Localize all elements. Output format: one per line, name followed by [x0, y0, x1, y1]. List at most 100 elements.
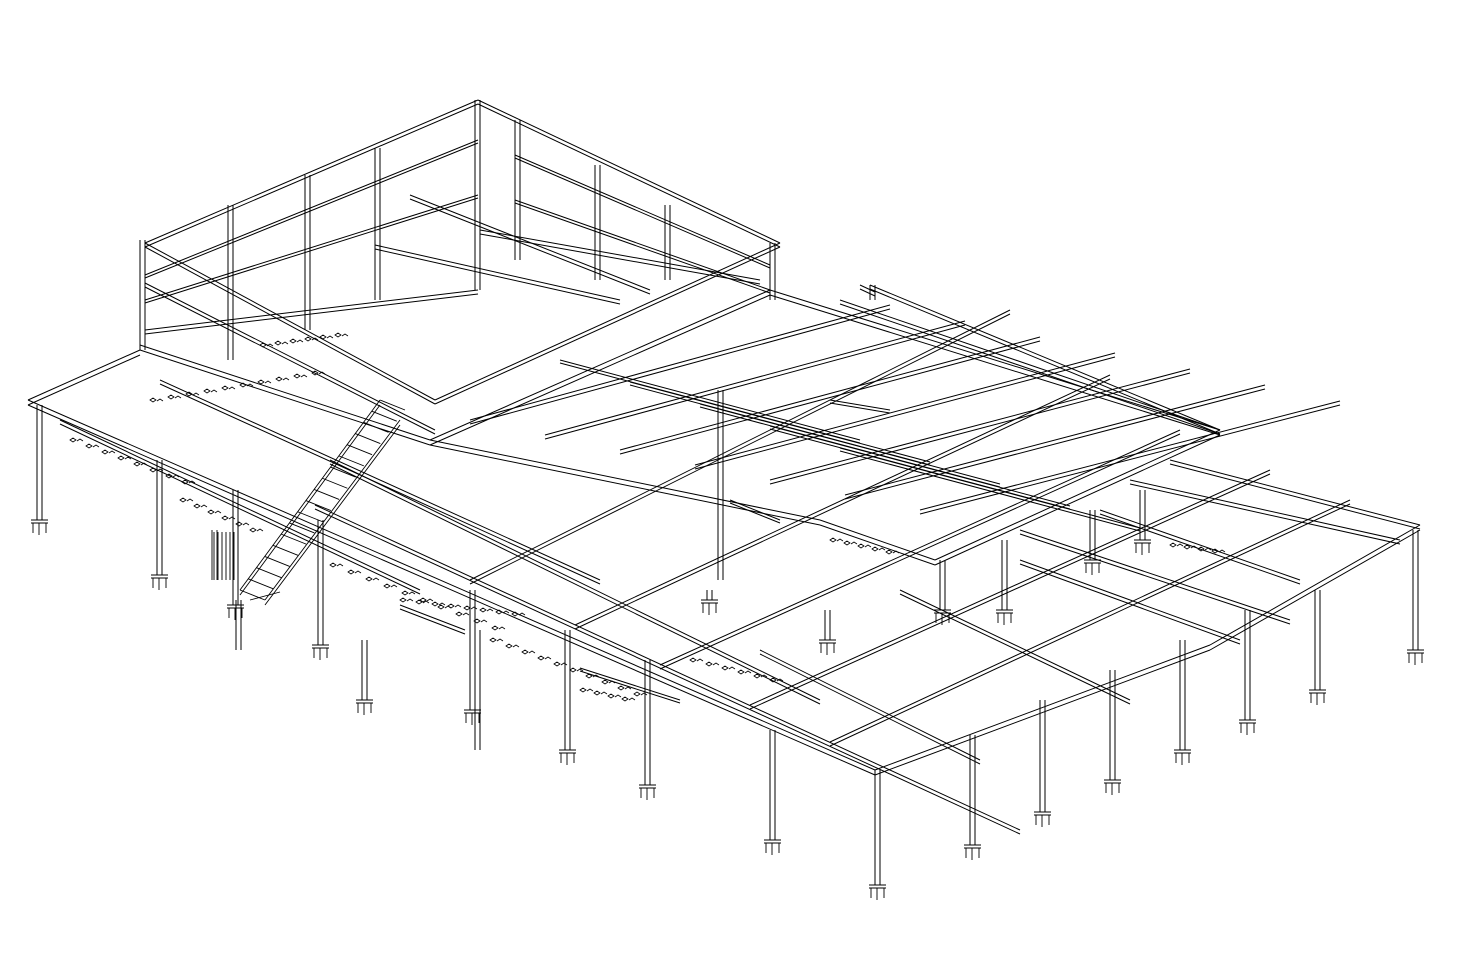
stair-tread: [240, 590, 265, 600]
base-plate: [1104, 780, 1121, 795]
mezz-joist-2: [620, 337, 1040, 450]
bolt-mark: [102, 450, 115, 454]
mezz-back-rail: [840, 304, 1220, 434]
stair-tread: [248, 579, 273, 589]
mezz-joist-3: [695, 353, 1115, 465]
deck-crossbeam-2: [330, 464, 820, 704]
accessory-rail-4: [730, 500, 780, 520]
mezz-front-right: [935, 435, 1220, 565]
base-plate: [701, 600, 718, 615]
stair-tread: [322, 478, 347, 488]
bolt-mark: [496, 610, 509, 614]
bolt-mark: [432, 602, 445, 606]
bolt-mark: [1212, 549, 1225, 553]
bolt-mark: [208, 510, 221, 514]
bolt-mark: [754, 674, 767, 678]
roof-inner-beam-2: [375, 245, 620, 300]
bolt-mark: [1198, 547, 1211, 551]
mezz-back-rail: [840, 300, 1220, 430]
accessory-rail-3: [830, 403, 890, 413]
roof-tie: [145, 294, 478, 334]
roof-girt-2: [515, 158, 770, 268]
bolt-mark: [420, 598, 433, 602]
mezz-joist-0: [470, 309, 890, 424]
stair-tread: [306, 501, 331, 511]
base-plate: [1174, 750, 1191, 765]
deck-joist-1: [575, 379, 1110, 629]
deck-crossbeam-2: [330, 460, 820, 700]
base-plate: [1034, 812, 1051, 827]
mezz-back-edge: [770, 290, 1220, 430]
bolt-mark: [602, 680, 615, 684]
deck-joist-4: [830, 504, 1350, 746]
bolt-mark: [182, 480, 195, 484]
bolt-mark: [512, 612, 525, 616]
mezz-joist-5: [845, 389, 1265, 499]
bolt-mark: [166, 474, 179, 478]
roof-girt-3: [515, 203, 770, 293]
base-plate: [934, 610, 951, 625]
bolt-mark: [538, 656, 551, 660]
base-plate: [639, 785, 656, 800]
mezz-front-2: [820, 525, 935, 565]
deck-joist-0: [470, 310, 1010, 580]
bolt-mark: [416, 600, 429, 604]
deck-crossbeam-5: [1020, 534, 1290, 624]
bolt-mark: [260, 343, 273, 347]
mezz-front-left: [140, 350, 430, 445]
bolt-mark: [150, 468, 163, 472]
deck-inner-rail: [315, 509, 1020, 834]
bolt-mark: [70, 438, 83, 442]
deck-inner-rail: [315, 505, 1020, 830]
deck-crossbeam-4: [900, 594, 1130, 704]
stair-tread: [355, 434, 380, 444]
stair-tread: [314, 489, 339, 499]
bolt-mark: [330, 563, 343, 567]
deck-right-beam-0: [1170, 460, 1420, 525]
accessory-rail-2: [580, 668, 680, 700]
roof-ext-edge: [870, 285, 1220, 430]
roof-ridge-right: [478, 100, 780, 243]
bolt-mark: [118, 456, 131, 460]
bolt-mark: [886, 550, 899, 554]
bolt-mark: [1170, 543, 1183, 547]
bolt-mark: [490, 638, 503, 642]
bolt-mark: [384, 584, 397, 588]
deck-right-beam-2: [1020, 564, 1240, 644]
mezz-corner: [860, 285, 875, 292]
base-plate: [869, 885, 886, 900]
bolt-mark: [456, 612, 469, 616]
support-columns: [37, 390, 1418, 885]
mezz-joist-6: [920, 405, 1340, 514]
deck-crossbeam-0: [60, 424, 420, 594]
main-deck-frame: [28, 310, 1420, 834]
bolt-mark: [290, 339, 303, 343]
base-plate: [964, 845, 981, 860]
deck-right-beam-1: [1100, 514, 1300, 584]
mezz-joist-2: [620, 341, 1040, 454]
base-plate: [1134, 540, 1151, 555]
bolt-mark: [400, 598, 413, 602]
bolt-mark: [872, 547, 885, 551]
deck-edge-back-left: [28, 350, 140, 400]
bolt-mark: [634, 692, 647, 696]
bolt-mark: [522, 650, 535, 654]
roof-rafter-front: [145, 247, 435, 404]
mezz-front: [430, 445, 820, 525]
mezz-joist-1: [545, 321, 965, 435]
bolt-mark: [204, 389, 217, 393]
bolt-mark: [335, 333, 348, 337]
bolt-mark: [580, 688, 593, 692]
stair-tread: [339, 456, 364, 466]
bolt-mark: [250, 528, 263, 532]
bolt-mark: [480, 608, 493, 612]
roof-inner-beam-3: [410, 195, 650, 290]
roof-inner-beam-3: [410, 199, 650, 294]
deck-edge-front-right: [875, 645, 1210, 770]
roof-girt-1: [145, 198, 478, 303]
stair-stringer-2: [265, 420, 400, 600]
upper-roof-frame: [140, 100, 1220, 434]
bolt-mark: [150, 398, 163, 402]
bolt-mark: [492, 626, 505, 630]
